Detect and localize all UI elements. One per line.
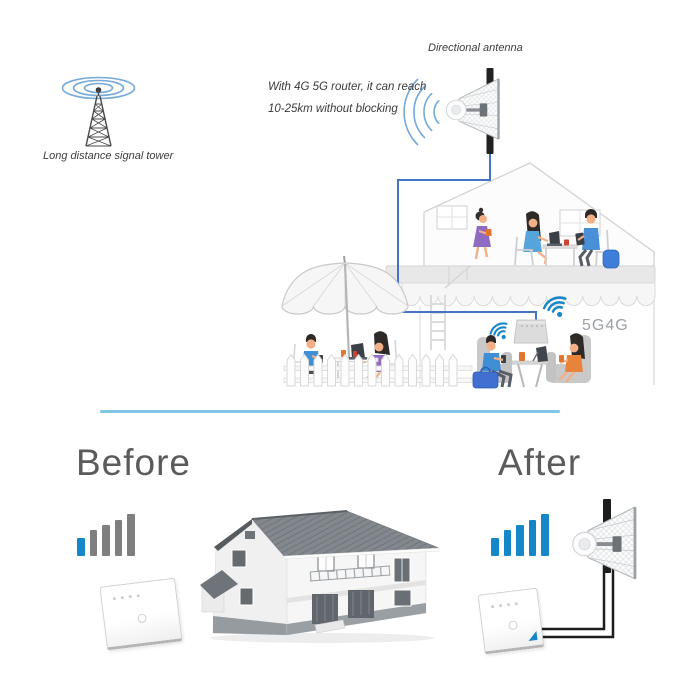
bottom-house-illustration bbox=[200, 510, 440, 643]
picket-fence bbox=[283, 353, 473, 387]
antenna-cable-2 bbox=[537, 563, 615, 639]
router-device-top bbox=[513, 319, 549, 344]
after-router bbox=[477, 587, 547, 659]
antenna-cable bbox=[397, 153, 537, 321]
after-antenna-group bbox=[537, 499, 637, 639]
router-logo bbox=[137, 613, 148, 624]
umbrella-icon bbox=[281, 255, 409, 359]
tower-caption: Long distance signal tower bbox=[43, 150, 174, 162]
after-label: After bbox=[498, 442, 582, 483]
signal-waves-icon bbox=[403, 78, 440, 146]
note-line-2: 10-25km without blocking bbox=[268, 103, 398, 115]
before-router bbox=[99, 577, 183, 656]
directional-antenna-top bbox=[403, 68, 501, 154]
signal-indicator-icon bbox=[527, 630, 538, 642]
upper-floor-people bbox=[473, 207, 620, 269]
after-signal-bars bbox=[491, 514, 549, 556]
router-leds bbox=[490, 602, 519, 609]
router-leds bbox=[112, 594, 140, 601]
router-badge: 5G4G bbox=[582, 317, 629, 334]
before-signal-bars bbox=[77, 514, 135, 556]
before-label: Before bbox=[76, 442, 192, 483]
antenna-caption: Directional antenna bbox=[428, 42, 523, 54]
note-line-1: With 4G 5G router, it can reach bbox=[268, 81, 427, 93]
section-divider bbox=[100, 410, 560, 413]
ladder bbox=[430, 295, 446, 350]
signal-tower-icon bbox=[61, 76, 136, 147]
lounge-group bbox=[472, 293, 591, 389]
antenna-cable-1 bbox=[537, 558, 606, 631]
router-logo bbox=[508, 620, 519, 631]
